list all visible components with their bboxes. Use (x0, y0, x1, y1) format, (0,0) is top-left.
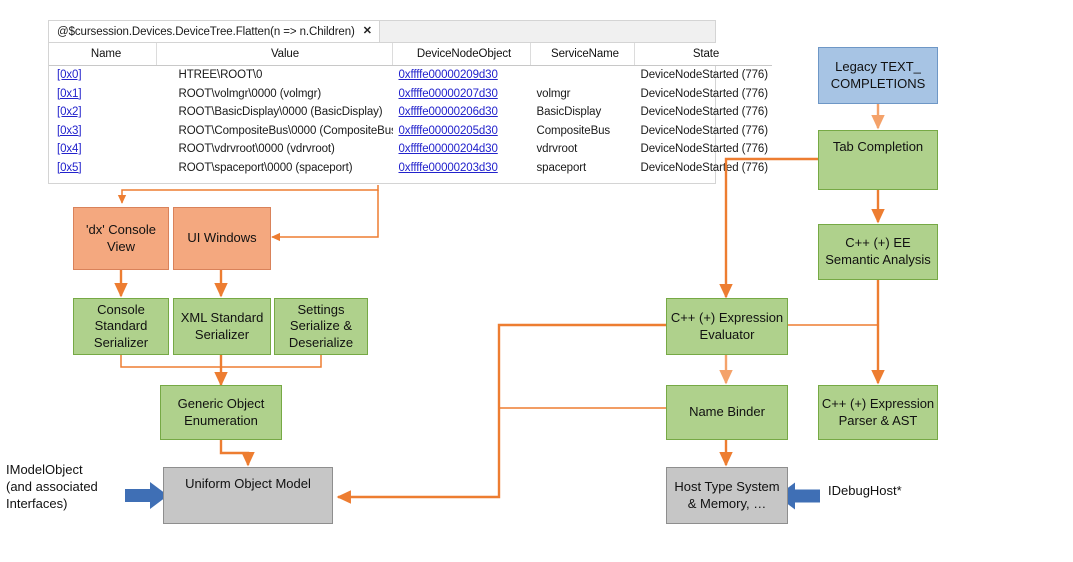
box-name-binder[interactable]: Name Binder (666, 385, 788, 440)
table-row[interactable]: [0x5] ROOT\spaceport\0000 (spaceport) 0x… (49, 159, 772, 178)
label-imodelobject: IModelObject (and associated Interfaces) (6, 462, 98, 511)
box-label: Generic Object Enumeration (177, 395, 265, 428)
row-value: ROOT\BasicDisplay\0000 (BasicDisplay) (178, 106, 383, 119)
box-label: C++ (+) EE Semantic Analysis (825, 235, 931, 267)
row-service-name: vdrvroot (536, 143, 578, 156)
row-service-name: BasicDisplay (536, 106, 602, 119)
row-service-name: spaceport (536, 161, 587, 174)
row-name-link[interactable]: [0x5] (57, 161, 82, 174)
row-name-link[interactable]: [0x2] (57, 106, 82, 119)
close-icon[interactable]: ✕ (362, 25, 372, 37)
box-label: 'dx' Console View (85, 221, 156, 254)
box-cpp-ee-semantic-analysis[interactable]: C++ (+) EE Semantic Analysis (818, 224, 938, 280)
tab-label: @$cursession.Devices.DeviceTree.Flatten(… (57, 25, 355, 38)
row-value: ROOT\volmgr\0000 (volmgr) (178, 87, 322, 100)
row-state: DeviceNodeStarted (776) (640, 124, 769, 137)
tab-device-tree-flatten[interactable]: @$cursession.Devices.DeviceTree.Flatten(… (49, 21, 380, 42)
box-label: Settings Serialize & Deserialize (288, 301, 354, 350)
row-device-node-object-link[interactable]: 0xffffe00000204d30 (398, 143, 498, 156)
row-name-link[interactable]: [0x1] (57, 87, 82, 100)
column-header-state[interactable]: State (634, 43, 772, 66)
box-label: Host Type System & Memory, … (674, 478, 780, 511)
box-label: Uniform Object Model (185, 476, 311, 491)
box-label: UI Windows (187, 230, 257, 246)
box-label: Name Binder (689, 404, 765, 420)
box-label: XML Standard Serializer (180, 309, 264, 342)
row-state: DeviceNodeStarted (776) (640, 161, 769, 174)
box-cpp-expression-parser-ast[interactable]: C++ (+) Expression Parser & AST (818, 385, 938, 440)
table-header-row: Name Value DeviceNodeObject ServiceName … (49, 43, 772, 66)
row-state: DeviceNodeStarted (776) (640, 69, 769, 82)
column-header-value[interactable]: Value (156, 43, 393, 66)
box-generic-object-enumeration[interactable]: Generic Object Enumeration (160, 385, 282, 440)
column-header-device-node-object[interactable]: DeviceNodeObject (392, 43, 531, 66)
box-xml-standard-serializer[interactable]: XML Standard Serializer (173, 298, 271, 355)
row-name-link[interactable]: [0x4] (57, 143, 82, 156)
column-header-service-name[interactable]: ServiceName (530, 43, 635, 66)
row-service-name (531, 66, 635, 85)
row-device-node-object-link[interactable]: 0xffffe00000203d30 (398, 161, 498, 174)
row-name-link[interactable]: [0x0] (57, 69, 82, 82)
box-tab-completion[interactable]: Tab Completion (818, 130, 938, 190)
row-value: ROOT\vdrvroot\0000 (vdrvroot) (178, 143, 335, 156)
row-name-link[interactable]: [0x3] (57, 124, 82, 137)
row-device-node-object-link[interactable]: 0xffffe00000205d30 (398, 124, 498, 137)
row-value: ROOT\spaceport\0000 (spaceport) (178, 161, 353, 174)
row-device-node-object-link[interactable]: 0xffffe00000206d30 (398, 106, 498, 119)
table-row[interactable]: [0x3] ROOT\CompositeBus\0000 (CompositeB… (49, 122, 772, 141)
box-label: C++ (+) Expression Parser & AST (821, 395, 935, 428)
row-state: DeviceNodeStarted (776) (640, 87, 769, 100)
box-dx-console-view[interactable]: 'dx' Console View (73, 207, 169, 270)
box-uniform-object-model[interactable]: Uniform Object Model (163, 467, 333, 524)
table-row[interactable]: [0x1] ROOT\volmgr\0000 (volmgr) 0xffffe0… (49, 85, 772, 104)
box-settings-serialize-deserialize[interactable]: Settings Serialize & Deserialize (274, 298, 368, 355)
box-label: Console Standard Serializer (93, 301, 149, 350)
table-row[interactable]: [0x4] ROOT\vdrvroot\0000 (vdrvroot) 0xff… (49, 140, 772, 159)
row-state: DeviceNodeStarted (776) (640, 143, 769, 156)
box-ui-windows[interactable]: UI Windows (173, 207, 271, 270)
label-idebughost: IDebugHost* (828, 483, 902, 498)
row-value: HTREE\ROOT\0 (178, 69, 263, 82)
row-value: ROOT\CompositeBus\0000 (CompositeBus) (178, 124, 393, 137)
device-tree-panel: @$cursession.Devices.DeviceTree.Flatten(… (48, 20, 772, 184)
box-label: Legacy TEXT_ COMPLETIONS (830, 58, 926, 91)
row-service-name: volmgr (536, 87, 571, 100)
row-device-node-object-link[interactable]: 0xffffe00000207d30 (398, 87, 498, 100)
column-header-name[interactable]: Name (49, 43, 157, 66)
box-legacy-text-completions[interactable]: Legacy TEXT_ COMPLETIONS (818, 47, 938, 104)
row-service-name: CompositeBus (536, 124, 611, 137)
tab-strip-filler (379, 21, 715, 42)
device-tree-table: Name Value DeviceNodeObject ServiceName … (49, 43, 772, 177)
box-label: C++ (+) Expression Evaluator (670, 309, 784, 342)
tab-strip: @$cursession.Devices.DeviceTree.Flatten(… (49, 21, 715, 43)
row-device-node-object-link[interactable]: 0xffffe00000209d30 (398, 69, 498, 82)
box-label: Tab Completion (832, 139, 924, 154)
box-cpp-expression-evaluator[interactable]: C++ (+) Expression Evaluator (666, 298, 788, 355)
box-host-type-system-memory[interactable]: Host Type System & Memory, … (666, 467, 788, 524)
row-state: DeviceNodeStarted (776) (640, 106, 769, 119)
table-row[interactable]: [0x0] HTREE\ROOT\0 0xffffe00000209d30 De… (49, 66, 772, 85)
box-console-standard-serializer[interactable]: Console Standard Serializer (73, 298, 169, 355)
table-row[interactable]: [0x2] ROOT\BasicDisplay\0000 (BasicDispl… (49, 103, 772, 122)
